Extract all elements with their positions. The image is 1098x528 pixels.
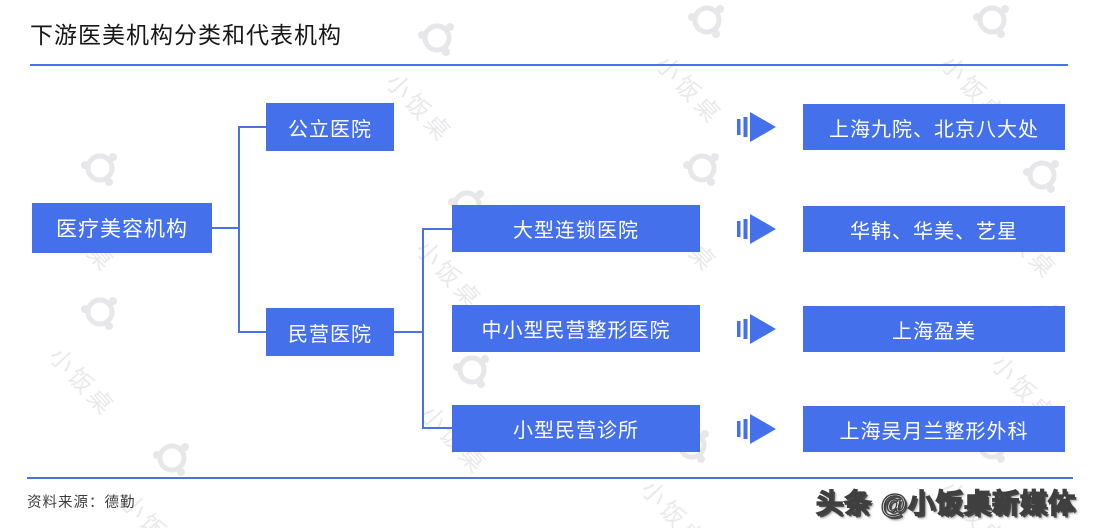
node-rep-small-clinic: 上海吴月兰整形外科: [803, 406, 1065, 452]
connector-private-out: [394, 331, 424, 333]
page-title: 下游医美机构分类和代表机构: [30, 22, 342, 48]
fast-forward-arrow-icon: [737, 411, 781, 447]
node-public-hospital: 公立医院: [266, 103, 394, 151]
watermark-text: 小饭桌: [43, 342, 121, 423]
connector-to-public: [238, 126, 268, 128]
brand-watermark: 小饭桌: [650, 0, 759, 131]
round-table-icon: [153, 443, 189, 476]
brand-watermark: 小饭桌: [380, 18, 489, 149]
round-table-icon: [418, 23, 454, 56]
round-table-icon: [973, 5, 1009, 38]
node-private-hospital: 民营医院: [266, 308, 394, 356]
watermark-text: 小饭桌: [650, 50, 728, 131]
footer-divider: [27, 477, 1073, 479]
round-table-icon: [1023, 160, 1059, 193]
node-rep-large-chain: 华韩、华美、艺星: [803, 206, 1065, 252]
fast-forward-arrow-icon: [737, 311, 781, 347]
watermark-text: 小饭桌: [635, 475, 713, 528]
node-rep-mid-private: 上海盈美: [803, 306, 1065, 352]
publisher-credit: 头条 @小饭桌新媒体: [815, 488, 1076, 519]
connector-to-large-chain: [422, 228, 454, 230]
fast-forward-arrow-icon: [737, 211, 781, 247]
round-table-icon: [81, 153, 117, 186]
connector-to-private: [238, 331, 268, 333]
node-mid-private: 中小型民营整形医院: [452, 305, 700, 352]
round-table-icon: [688, 5, 724, 38]
node-small-clinic: 小型民营诊所: [452, 405, 700, 452]
fast-forward-arrow-icon: [737, 109, 781, 145]
node-rep-public: 上海九院、北京八大处: [803, 104, 1065, 150]
brand-watermark: 小饭桌: [935, 0, 1044, 131]
connector-to-small-clinic: [422, 427, 454, 429]
connector-root-out: [212, 227, 240, 229]
node-large-chain: 大型连锁医院: [452, 205, 700, 252]
connector-trunk-level1: [238, 126, 240, 333]
data-source-note: 资料来源：德勤: [27, 495, 136, 511]
round-table-icon: [683, 153, 719, 186]
node-root: 医疗美容机构: [32, 203, 212, 253]
round-table-icon: [81, 297, 117, 330]
title-divider: [30, 64, 1068, 66]
brand-watermark: 小饭桌: [43, 292, 152, 423]
round-table-icon: [453, 355, 489, 388]
connector-trunk-level2: [422, 228, 424, 429]
